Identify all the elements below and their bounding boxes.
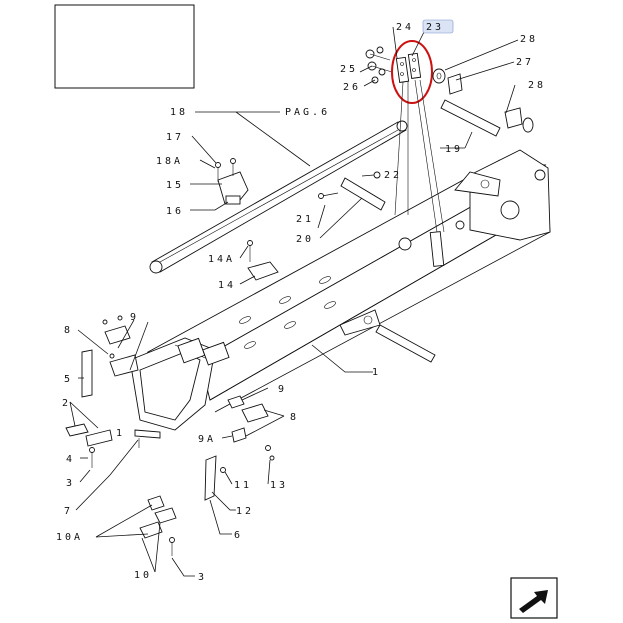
pin-20: [340, 177, 386, 211]
pads-left: [65, 315, 161, 468]
pin-lower: [375, 324, 436, 363]
highlight-box-23: [422, 19, 454, 34]
label-7: 7: [64, 506, 73, 517]
label-28-right: 28: [528, 80, 546, 91]
label-11: 11: [234, 480, 252, 491]
label-14a: 14A: [208, 254, 235, 265]
label-27: 27: [516, 57, 534, 68]
label-9-right: 9: [278, 384, 287, 395]
bracket-15-16: [215, 158, 249, 205]
label-21: 21: [296, 214, 314, 225]
label-25: 25: [340, 64, 358, 75]
leader-lines: [69, 26, 519, 577]
pin-19: [440, 99, 501, 137]
next-page-arrow-icon[interactable]: [510, 577, 558, 619]
label-1b: 1: [116, 428, 125, 439]
label-pag6: PAG.6: [285, 107, 330, 118]
nut-22: [373, 171, 381, 179]
boom-body: [146, 149, 551, 413]
label-22: 22: [384, 170, 402, 181]
label-17: 17: [166, 132, 184, 143]
label-28-top: 28: [520, 34, 538, 45]
label-8-right: 8: [290, 412, 299, 423]
washer-28b: [522, 117, 534, 133]
label-5: 5: [64, 374, 73, 385]
wear-pad-23: [407, 52, 422, 79]
label-23: 23: [426, 22, 444, 33]
bolt-21: [318, 192, 339, 199]
label-24: 24: [396, 22, 414, 33]
callout-circle: [391, 40, 433, 104]
label-12: 12: [236, 506, 254, 517]
label-8-left: 8: [64, 325, 73, 336]
plate-14: [247, 240, 279, 281]
label-19: 19: [445, 144, 463, 155]
label-13: 13: [270, 480, 288, 491]
label-14: 14: [218, 280, 236, 291]
bolts-25-26: [365, 46, 393, 84]
wear-pad-24: [395, 56, 410, 83]
label-3-left: 3: [66, 478, 75, 489]
label-4: 4: [66, 454, 75, 465]
label-2: 2: [62, 398, 71, 409]
title-box: [54, 4, 195, 89]
label-26: 26: [343, 82, 361, 93]
label-9-left: 9: [130, 312, 139, 323]
boom-slots: [239, 276, 336, 349]
label-16: 16: [166, 206, 184, 217]
callout-labels: 24 23 28 25 27 26 28 18 PAG.6 17 19 18A …: [56, 19, 546, 583]
label-15: 15: [166, 180, 184, 191]
boom-root: [129, 337, 230, 431]
label-10a: 10A: [56, 532, 83, 543]
label-20: 20: [296, 234, 314, 245]
bushing-28: [432, 68, 446, 84]
label-10: 10: [134, 570, 152, 581]
label-18a: 18A: [156, 156, 183, 167]
label-3-bottom: 3: [198, 572, 207, 583]
label-9a: 9A: [198, 434, 216, 445]
label-6: 6: [234, 530, 243, 541]
pads-right: [204, 395, 275, 501]
hydraulic-cylinder: [149, 120, 408, 274]
label-1: 1: [372, 367, 381, 378]
label-18: 18: [170, 107, 188, 118]
